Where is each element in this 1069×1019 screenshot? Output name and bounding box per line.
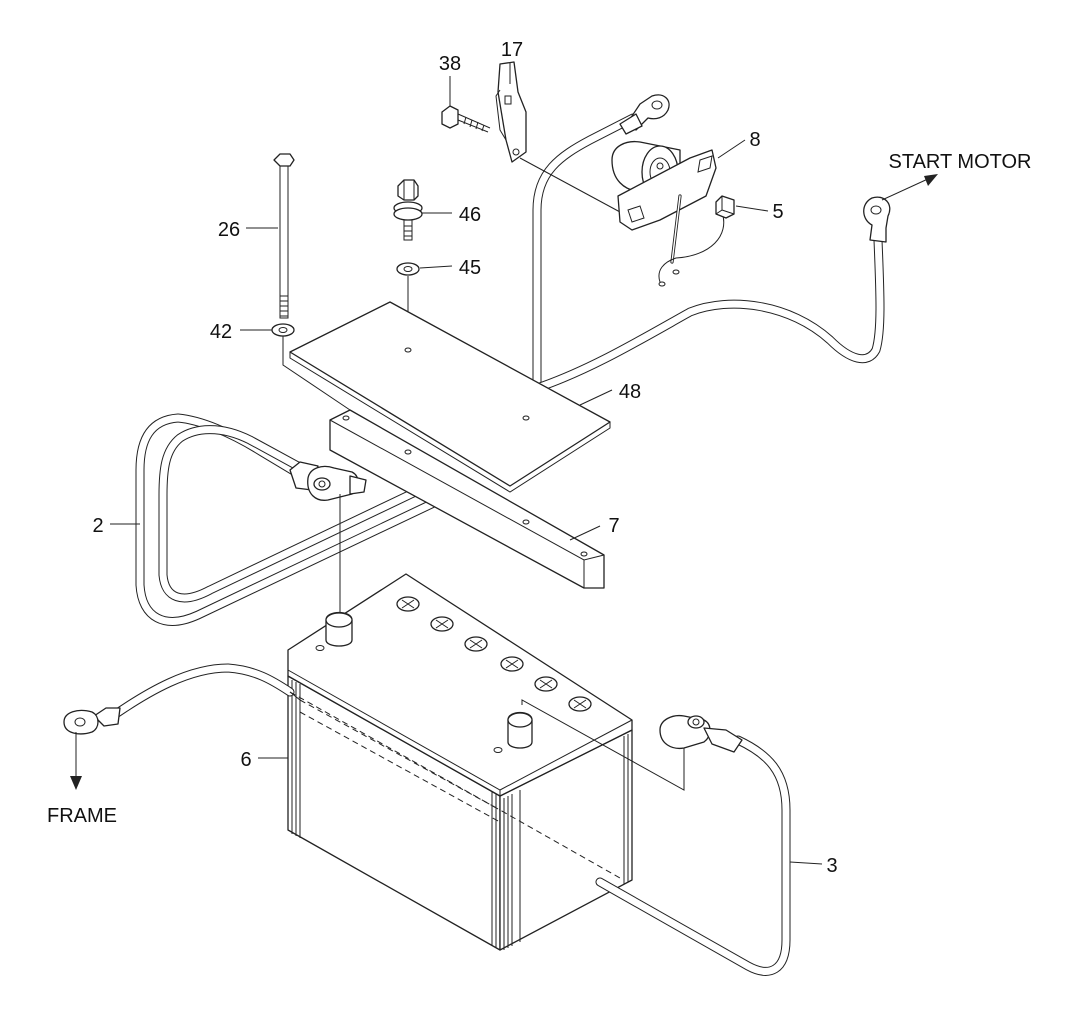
cable-frame: [63, 663, 501, 811]
callout-3: 3: [826, 855, 837, 877]
battery-post-negative: [315, 611, 353, 651]
bracket-17: [495, 61, 527, 163]
callout-8: 8: [749, 129, 760, 151]
plate-48: [289, 301, 611, 493]
solenoid-8: [519, 140, 725, 287]
washer-42: [271, 323, 351, 411]
callout-17: 17: [501, 39, 523, 61]
battery-post-positive: [493, 711, 533, 753]
bolt-38: [441, 105, 491, 133]
connector-5: [715, 195, 735, 219]
bolt-46: [393, 179, 423, 241]
label-frame: FRAME: [47, 805, 117, 827]
cable-3: [521, 699, 791, 976]
callout-46: 46: [459, 204, 481, 226]
cable-2: [135, 413, 445, 626]
callout-2: 2: [92, 515, 103, 537]
battery-6: [287, 573, 633, 951]
callout-26: 26: [218, 219, 240, 241]
callout-numbers: 38 17 8 5 26 46 45 42 48 2 7 6 3: [92, 39, 837, 877]
callout-5: 5: [772, 201, 783, 223]
callout-42: 42: [210, 321, 232, 343]
callout-48: 48: [619, 381, 641, 403]
label-start-motor: START MOTOR: [889, 151, 1032, 173]
callout-7: 7: [608, 515, 619, 537]
arrow-frame: [70, 732, 82, 790]
bolt-26: [273, 153, 295, 319]
callout-6: 6: [240, 749, 251, 771]
callout-38: 38: [439, 53, 461, 75]
cell-caps: [396, 596, 592, 712]
callout-45: 45: [459, 257, 481, 279]
callout-leaders: [110, 62, 823, 865]
bar-7: [329, 409, 605, 589]
cable-start-motor: [532, 94, 891, 395]
arrow-start-motor: [881, 174, 938, 201]
